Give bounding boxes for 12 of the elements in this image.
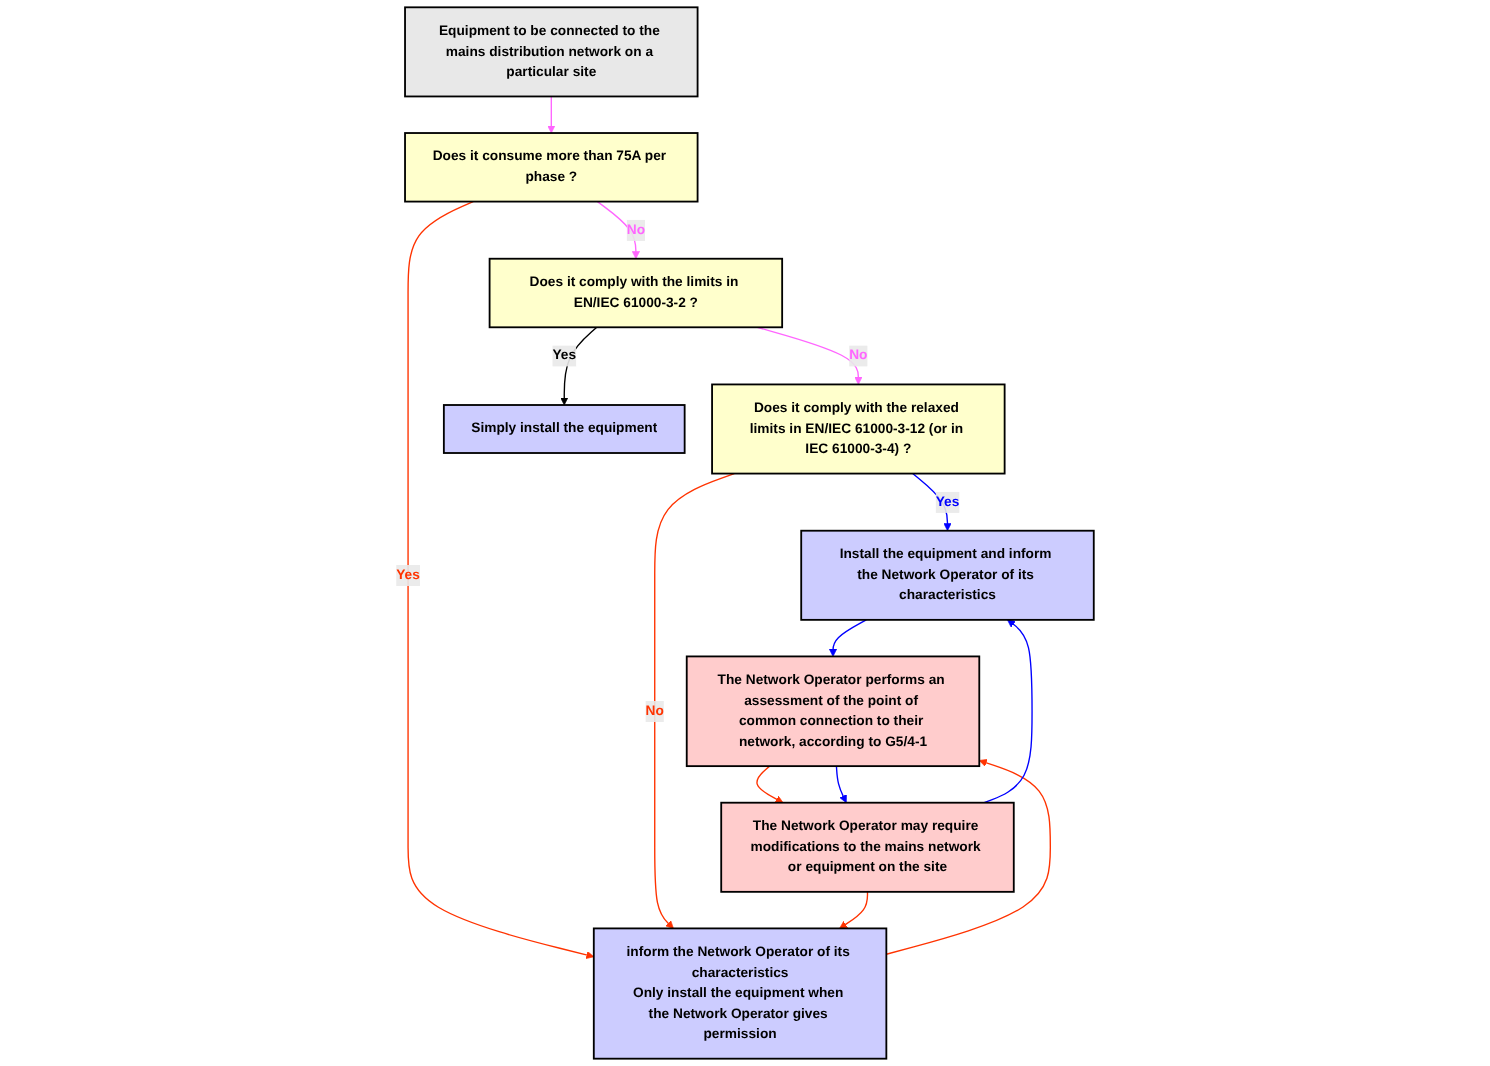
- arrow: [756, 326, 863, 385]
- arrow: [560, 326, 598, 406]
- arrow: [885, 759, 1052, 955]
- arrow: [983, 619, 1033, 804]
- arrow: [596, 200, 640, 260]
- arrow: [839, 891, 869, 929]
- arrow: [654, 472, 735, 929]
- arrow: [829, 619, 867, 657]
- arrow: [835, 765, 847, 804]
- arrow: [756, 765, 784, 804]
- arrow: [547, 95, 556, 134]
- arrow: [407, 200, 595, 959]
